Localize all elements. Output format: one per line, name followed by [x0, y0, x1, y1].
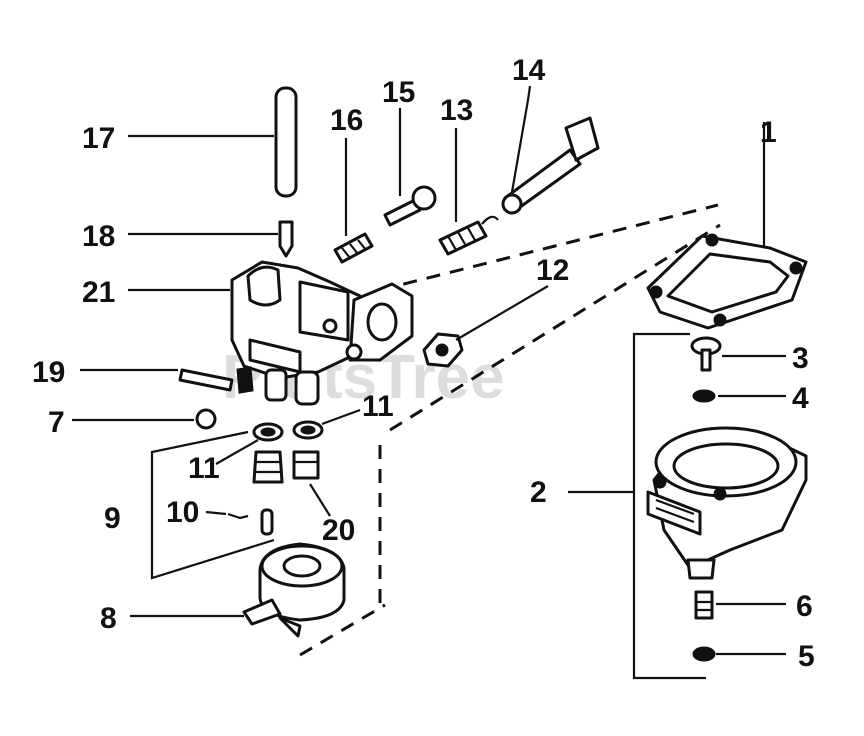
part-1-gasket — [646, 233, 808, 330]
callout-5: 5 — [798, 640, 815, 673]
callout-9: 9 — [104, 502, 121, 535]
callout-10: 10 — [166, 496, 199, 529]
callout-15: 15 — [382, 76, 415, 109]
part-17-shaft — [274, 86, 298, 198]
part-9-jet — [252, 450, 284, 484]
part-20-jet — [292, 450, 320, 480]
part-11-washer-a — [252, 422, 284, 442]
callout-4: 4 — [792, 382, 809, 415]
callout-18: 18 — [82, 220, 115, 253]
callout-1: 1 — [760, 116, 777, 149]
part-14-lever — [501, 116, 600, 215]
alignment-dashes — [299, 203, 721, 657]
callout-14: 14 — [512, 54, 546, 87]
callout-12: 12 — [536, 254, 569, 287]
callout-16: 16 — [330, 104, 363, 137]
part-11-washer-b — [292, 420, 324, 440]
part-6-screw — [694, 590, 714, 620]
callout-17: 17 — [82, 122, 115, 155]
group-bracket-2 — [632, 332, 706, 680]
callout-20: 20 — [322, 514, 355, 547]
callout-7: 7 — [48, 406, 65, 439]
callout-13: 13 — [440, 94, 473, 127]
callout-19: 19 — [32, 356, 65, 389]
part-16-screw — [333, 232, 374, 264]
callout-2: 2 — [530, 476, 547, 509]
callout-8: 8 — [100, 602, 117, 635]
callout-11-right: 11 — [362, 390, 394, 423]
part-3-screw — [690, 336, 722, 372]
part-2-float-chamber — [646, 426, 808, 580]
part-15-screw — [383, 185, 437, 227]
part-7-ring — [195, 408, 217, 430]
group-bracket-9 — [150, 430, 275, 580]
callout-21: 21 — [82, 276, 115, 309]
part-21-carburetor-body — [230, 260, 414, 406]
callout-6: 6 — [796, 590, 813, 623]
part-8-float — [242, 542, 346, 638]
part-19-pin — [178, 368, 234, 392]
part-4-washer — [692, 389, 716, 403]
part-10-needle — [227, 508, 274, 536]
part-18-needle — [278, 220, 294, 258]
leader-lines — [72, 85, 786, 656]
part-13-spring — [438, 215, 499, 256]
part-12-gasket — [422, 332, 464, 368]
callout-labels: 1 2 3 4 5 6 7 8 9 10 11 11 12 13 14 15 1… — [32, 54, 815, 673]
part-5-washer — [692, 646, 716, 662]
callout-3: 3 — [792, 342, 809, 375]
callout-11-left: 11 — [188, 452, 220, 485]
